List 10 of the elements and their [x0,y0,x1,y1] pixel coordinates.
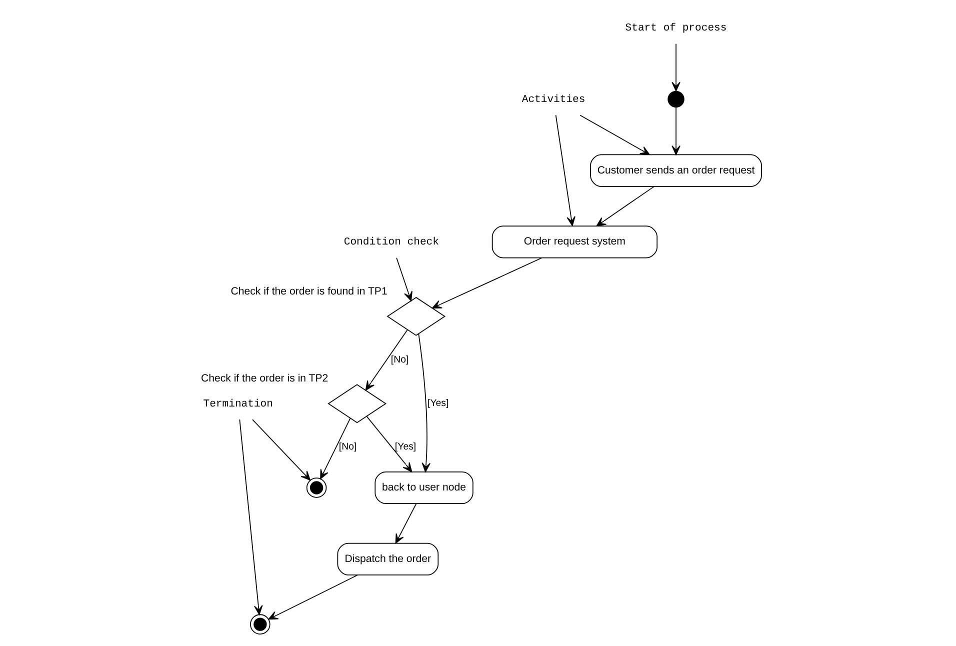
node-label: Check if the order is in TP2 [200,372,328,385]
node-text: Start of process [625,22,727,35]
edge-label: [No] [390,354,409,366]
node-text: Condition check [344,236,439,249]
edge-label: [Yes] [394,442,416,453]
edge-label: [Yes] [428,398,449,410]
node-text: Termination [203,398,274,410]
node-text: Activities [522,94,586,106]
edge-label: [No] [338,442,357,453]
node-label: Check if the order is found in TP1 [230,285,388,298]
